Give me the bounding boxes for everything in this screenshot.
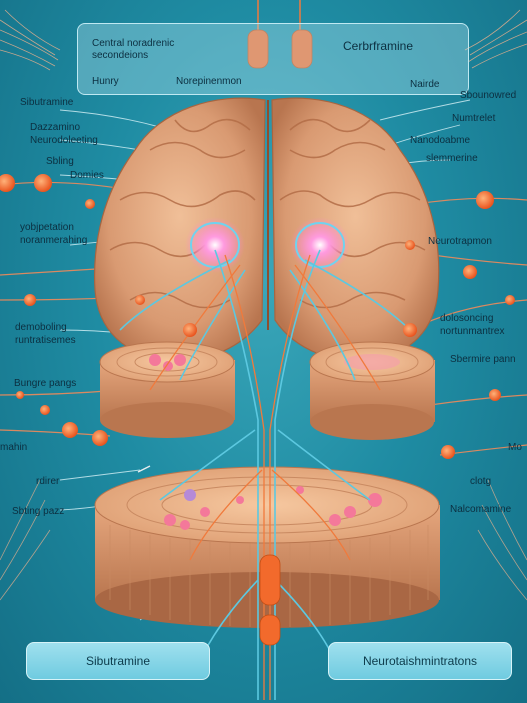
left-label-7: noranmerahing [20,235,88,246]
left-label-11: mahin [0,442,28,453]
corner-nerve-top-left [0,9,61,71]
top-left-sub-2: Norepinenmon [176,76,242,87]
left-label-10: Bungre pangs [14,378,77,389]
left-label-12: rdirer [36,476,60,487]
left-label-4: Sbling [46,156,74,167]
right-label-3: Nanodoabme [410,135,471,146]
left-label-3: Neurodoleeting [30,135,98,146]
nerve-trunk [119,249,411,700]
top-info-box [77,23,469,95]
bottom-pill-left: Sibutramine [26,642,210,680]
corner-nerve-bottom-left [0,479,51,601]
right-label-11: Nalcomamine [450,504,512,515]
glow-nuclei [185,217,350,273]
left-label-9: runtratisemes [15,335,76,346]
capsules [247,29,313,646]
right-label-6: dolosoncing [440,313,494,324]
right-label-4: slemmerine [426,153,478,164]
bottom-pill-left-label: Sibutramine [85,654,151,668]
top-left-title: Central noradrenic secondeions [92,38,175,61]
left-label-1: Sibutramine [20,97,74,108]
right-label-8: Sbermire pann [450,354,516,365]
right-label-2: Numtrelet [452,113,496,124]
left-label-13: Sbting pazz [12,506,65,517]
right-label-9: Mo [508,442,522,453]
corner-nerve-bottom-right [477,479,527,601]
corner-nerve-top-right [464,9,527,69]
left-label-5: Domies [70,170,104,181]
left-label-6: yobjpetation [20,222,74,233]
orange-nodes [0,174,515,459]
top-right-sub: Nairde [410,79,440,90]
bottom-pill-right-label: Neurotaishmintratons [362,654,478,668]
brain [93,97,440,362]
disc-left [99,341,235,438]
vesicles [149,354,382,530]
right-label-10: clotg [470,476,492,487]
top-left-sub-1: Hunry [92,76,119,87]
right-label-1: Sbounowred [460,90,517,101]
syringe-icon [137,465,151,473]
disc-right [309,341,435,440]
top-right-title: Cerbrframine [343,39,414,53]
bottom-pill-right: Neurotaishmintratons [328,642,512,680]
left-label-8: demoboling [15,322,67,333]
right-label-5: Neurotrapmon [428,236,492,247]
left-label-2: Dazzamino [30,122,81,133]
right-label-7: nortunmantrex [440,326,505,337]
